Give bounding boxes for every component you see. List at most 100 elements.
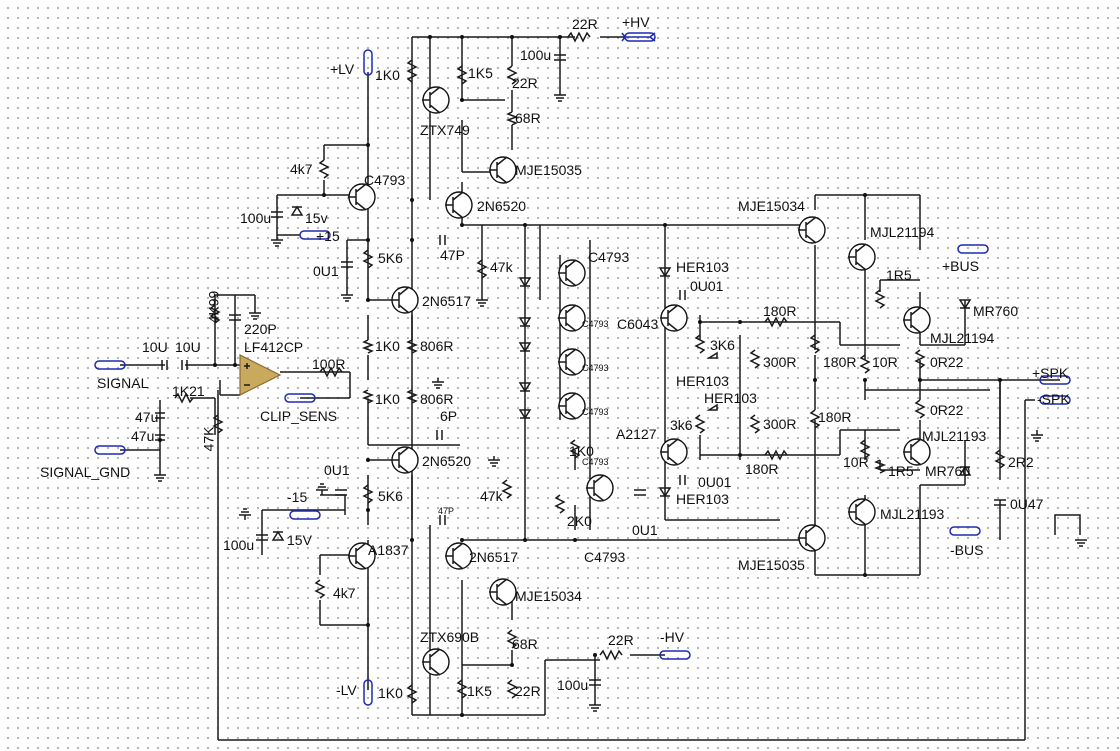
c-0u01-bot-label: 0U01 — [698, 474, 732, 490]
q-c4793-a-label: C4793 — [588, 249, 630, 265]
q-mjl21194-b-label: MJL21194 — [930, 330, 995, 346]
signal-gnd-label: SIGNAL_GND — [40, 464, 131, 480]
r-2k0-label: 2K0 — [567, 513, 592, 529]
r-1k5-top-label: 1K5 — [468, 65, 493, 81]
r-1r5-top-label: 1R5 — [886, 267, 912, 283]
c-6p-label: 6P — [440, 408, 458, 424]
r-22r-bot-label: 22R — [608, 632, 634, 648]
junction-dots — [158, 35, 1002, 717]
q-2n6517-bot-label: 2N6517 — [469, 549, 519, 565]
r-806r-1-label: 806R — [420, 338, 454, 354]
d-her103-2-label: HER103 — [676, 373, 729, 389]
q-a2127-label: A2127 — [616, 426, 657, 442]
r-0r22-2-label: 0R22 — [930, 402, 964, 418]
q-mjl21193-b-label: MJL21193 — [880, 506, 945, 522]
r-4k7-top-label: 4k7 — [290, 161, 313, 177]
q-mje15034-bot-label: MJE15034 — [515, 588, 582, 604]
q-ztx749-label: ZTX749 — [420, 122, 470, 138]
c-47u-b-label: 47u — [131, 428, 155, 444]
q-2n6520-bot-label: 2N6520 — [422, 453, 472, 469]
q-c6043-label: C6043 — [617, 316, 659, 332]
wiring — [120, 36, 1060, 741]
r-806r-2-label: 806R — [420, 391, 454, 407]
r-1k0-bot-label: 1K0 — [378, 685, 403, 701]
c-100u-bot-label: 100u — [557, 677, 589, 693]
d-mr760-bot-label: MR760 — [925, 463, 971, 479]
c-47u-a-label: 47u — [135, 409, 159, 425]
q-a1837-label: A1837 — [368, 542, 409, 558]
r-47k-top-label: 47k — [490, 259, 513, 275]
c-10u-a-label: 10U — [142, 339, 168, 355]
lv-neg-label: -LV — [336, 682, 357, 698]
q-mje15034-out-label: MJE15034 — [738, 198, 805, 214]
spk-pos-label: +SPK — [1032, 365, 1069, 381]
lv-pos-label: +LV — [330, 61, 355, 77]
spk-neg-label: -SPK — [1037, 391, 1070, 407]
r-5k6-top-label: 5K6 — [378, 250, 403, 266]
r-47k-mid-label: 47k — [480, 488, 503, 504]
q-mje15035-out-label: MJE15035 — [738, 557, 805, 573]
c-0u1-mid-label: 0U1 — [632, 522, 658, 538]
c-0u1-left-label: 0U1 — [313, 263, 339, 279]
plus15-label: +15 — [316, 228, 340, 244]
r-180r-4-label: 180R — [818, 409, 852, 425]
q-c4793-b-label: C4793 — [582, 319, 609, 329]
z-15v-top-label: 15v — [305, 210, 328, 226]
bus-pos-label: +BUS — [942, 258, 979, 274]
r-47k-pot-label: 47K — [200, 426, 217, 452]
r-22r-top2-label: 22R — [512, 75, 538, 91]
c-0u01-top-label: 0U01 — [690, 278, 724, 294]
c-0u1-bot-label: 0U1 — [324, 462, 350, 478]
diodes — [271, 205, 972, 541]
c-47p-top-label: 47P — [440, 247, 465, 263]
r-68r-bot-label: 68R — [512, 636, 538, 652]
q-mjl21193-a-label: MJL21193 — [922, 428, 987, 444]
q-ztx690b-label: ZTX690B — [420, 629, 480, 645]
r-1k5-bot-label: 1K5 — [467, 683, 492, 699]
z-15v-bot-label: 15V — [287, 532, 312, 548]
r-1r5-bot-label: 1R5 — [888, 463, 914, 479]
q-c4793-vbe-label: C4793 — [582, 457, 609, 467]
c-0u47-label: 0U47 — [1010, 496, 1044, 512]
c-220p-label: 220P — [244, 321, 277, 337]
bus-neg-label: -BUS — [950, 542, 984, 558]
q-c4793-top-label: C4793 — [364, 172, 406, 188]
r-180r-3-label: 180R — [823, 354, 857, 370]
r-5k6-bot-label: 5K6 — [378, 488, 403, 504]
q-c4793-c-label: C4793 — [582, 363, 609, 373]
r-300r-1-label: 300R — [763, 354, 797, 370]
capacitors — [155, 54, 1006, 686]
q-mje15035-top-label: MJE15035 — [515, 162, 582, 178]
ports — [94, 32, 1071, 706]
r-1k21-label: 1K21 — [172, 383, 205, 399]
d-mr760-top-label: MR760 — [973, 303, 1019, 319]
clip-sens-label: CLIP_SENS — [260, 408, 338, 424]
q-c4793-d-label: C4793 — [582, 407, 609, 417]
d-her103-4-label: HER103 — [676, 491, 729, 507]
r-3k6-top-label: 3K6 — [710, 337, 735, 353]
r-100r-label: 100R — [312, 356, 346, 372]
d-her103-1-label: HER103 — [676, 259, 729, 275]
r-10r-2-label: 10R — [843, 454, 869, 470]
q-2n6517-top-label: 2N6517 — [422, 293, 472, 309]
c-100u-zener-bot-label: 100u — [223, 537, 255, 553]
transistors — [348, 86, 931, 676]
c-100u-zener-top-label: 100u — [240, 210, 272, 226]
hv-pos-label: +HV — [622, 14, 650, 30]
d-her103-3-label: HER103 — [704, 390, 757, 406]
r-180r-1-label: 180R — [763, 303, 797, 319]
r-2r2-label: 2R2 — [1008, 454, 1034, 470]
minus15-label: -15 — [287, 489, 308, 505]
r-22r-top-label: 22R — [572, 16, 598, 32]
c-100u-top-label: 100u — [520, 47, 552, 63]
r-0r22-1-label: 0R22 — [930, 354, 964, 370]
r-1k0-vbe-label: 1K0 — [569, 443, 594, 459]
r-1k0-mid1-label: 1K0 — [375, 338, 400, 354]
q-mjl21194-a-label: MJL21194 — [870, 224, 935, 240]
r-68r-top-label: 68R — [515, 110, 541, 126]
r-22r-bot2-label: 22R — [515, 683, 541, 699]
c4793-bottom-label: C4793 — [584, 549, 626, 565]
r-4k7-bot-label: 4k7 — [333, 585, 356, 601]
r-3k6-bot-label: 3k6 — [670, 417, 693, 433]
